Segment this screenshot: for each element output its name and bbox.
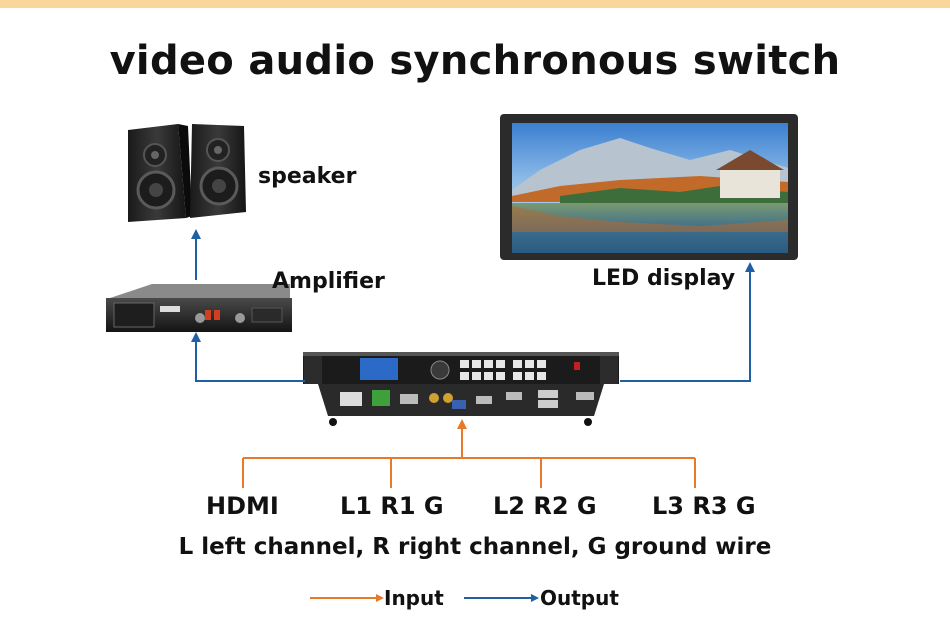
arrowhead-speaker: [191, 229, 201, 239]
legend-output-arrow: [464, 594, 539, 602]
legend-output-label: Output: [540, 586, 619, 610]
input-label-hdmi: HDMI: [206, 492, 279, 520]
top-accent-bar: [0, 0, 950, 8]
arrowhead-processor-input: [457, 419, 467, 429]
video-processor-icon: [303, 352, 619, 426]
processor-to-led-line: [620, 270, 751, 382]
diagram-title: video audio synchronous switch: [109, 38, 841, 84]
led-display-icon: [500, 114, 798, 260]
input-label-l2r2g: L2 R2 G: [493, 492, 597, 520]
input-label-l3r3g: L3 R3 G: [652, 492, 756, 520]
led-display-label: LED display: [592, 266, 736, 291]
output-connectors: [195, 238, 751, 382]
speaker-label: speaker: [258, 164, 357, 189]
legend-input-label: Input: [384, 586, 444, 610]
processor-to-amplifier-line: [195, 340, 305, 382]
input-label-l1r1g: L1 R1 G: [340, 492, 444, 520]
amplifier-label: Amplifier: [272, 269, 385, 294]
arrowhead-led: [745, 262, 755, 272]
amplifier-icon: [106, 284, 292, 332]
legend-input-arrow: [310, 594, 384, 602]
output-arrowheads: [191, 229, 755, 342]
speaker-pair-icon: [128, 124, 246, 222]
arrowhead-amplifier: [191, 332, 201, 342]
channel-legend-note: L left channel, R right channel, G groun…: [178, 534, 772, 560]
input-connectors: [242, 428, 696, 488]
